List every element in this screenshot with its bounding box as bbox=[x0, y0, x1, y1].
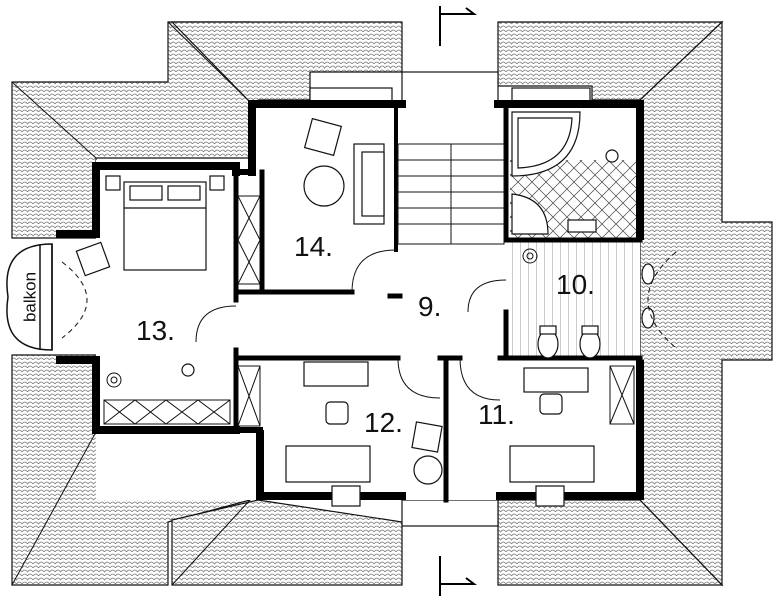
section-arrow-icon bbox=[439, 6, 477, 596]
stairs-icon bbox=[397, 143, 505, 245]
bathtub-icon bbox=[511, 111, 581, 235]
room-label-10: 10. bbox=[556, 269, 595, 300]
room-label-14: 14. bbox=[294, 231, 333, 262]
room-label-12: 12. bbox=[364, 407, 403, 438]
room-label-9: 9. bbox=[418, 291, 441, 322]
room-labels: 9. 10. 11. 12. 13. 14. bbox=[136, 231, 595, 438]
room-label-13: 13. bbox=[136, 315, 175, 346]
balcony: balkon bbox=[6, 243, 53, 351]
doors bbox=[61, 249, 677, 401]
desk-icon bbox=[285, 361, 595, 483]
sofa-icon bbox=[353, 143, 385, 225]
roof-right bbox=[639, 20, 773, 587]
toilet-icon bbox=[537, 263, 655, 359]
tables bbox=[181, 165, 443, 485]
room-label-11: 11. bbox=[478, 399, 515, 430]
balcony-label: balkon bbox=[20, 272, 39, 322]
armchair-icon bbox=[75, 117, 443, 453]
roof-bottom-center-left bbox=[171, 499, 403, 586]
sink-icon bbox=[567, 149, 619, 233]
plant-icon bbox=[106, 248, 538, 388]
chair-icon bbox=[325, 393, 565, 507]
walls bbox=[56, 100, 644, 503]
wardrobes bbox=[103, 195, 635, 427]
dormers bbox=[309, 71, 591, 527]
bed-icon bbox=[105, 175, 225, 271]
